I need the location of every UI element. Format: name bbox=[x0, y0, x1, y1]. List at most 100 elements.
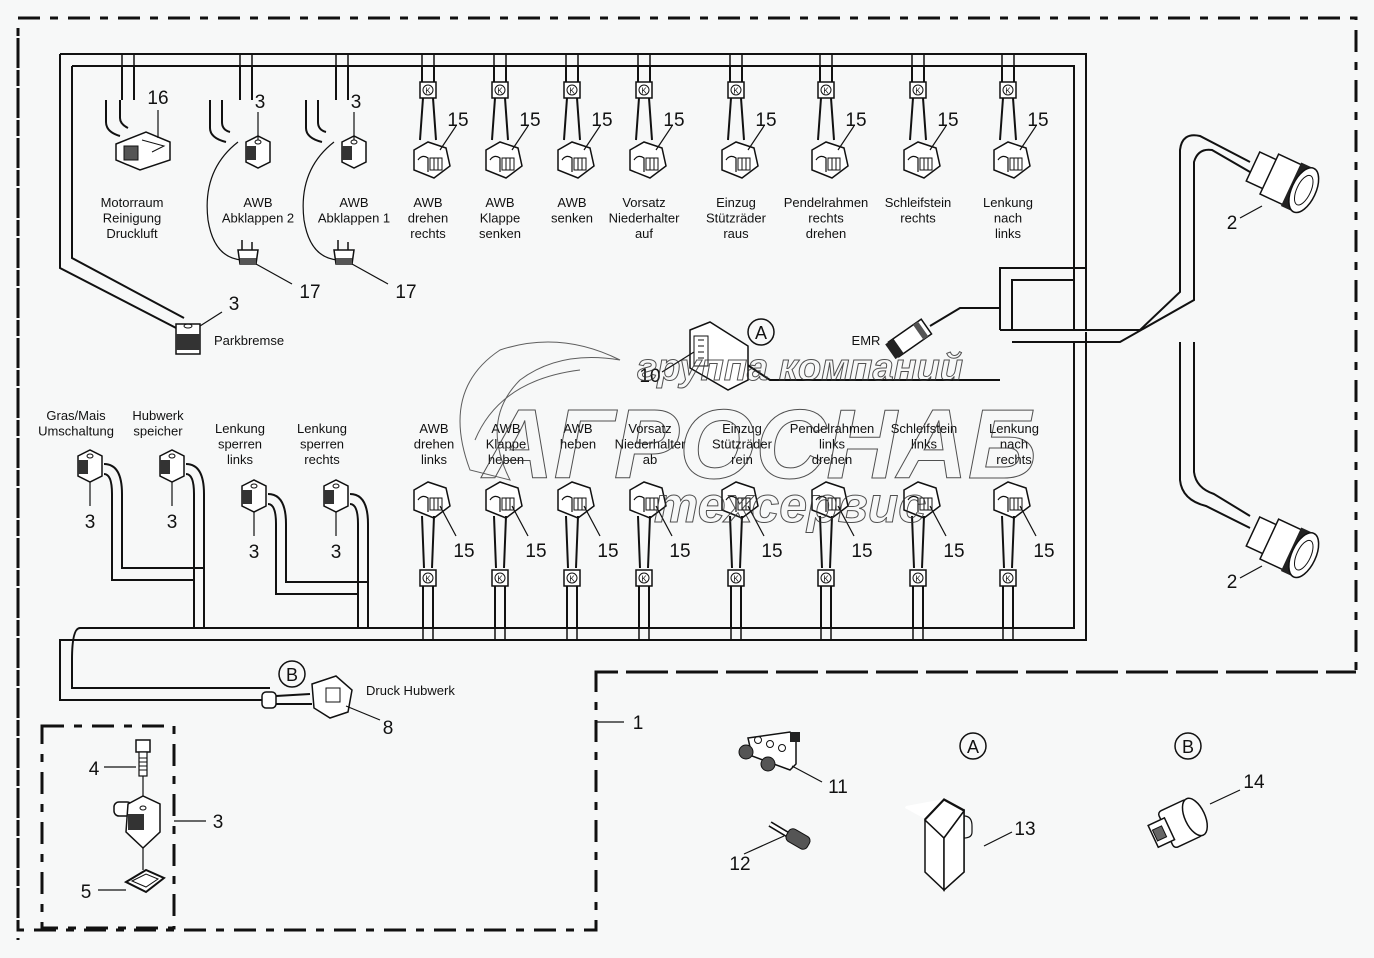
main-connector-lower bbox=[1245, 515, 1320, 579]
svg-text:K: K bbox=[641, 87, 647, 96]
valve-plug-icon bbox=[159, 449, 185, 483]
callout-a-label: A bbox=[755, 323, 767, 343]
part-number-3: 3 bbox=[331, 542, 342, 563]
part-number-8: 8 bbox=[383, 718, 394, 739]
svg-text:K: K bbox=[569, 575, 575, 584]
part-number-3: 3 bbox=[85, 512, 96, 533]
parkbremse-label: Parkbremse bbox=[214, 333, 284, 348]
terminating-resistor bbox=[768, 821, 811, 850]
svg-text:K: K bbox=[497, 575, 503, 584]
callout-b-label: B bbox=[286, 665, 298, 685]
leader-15 bbox=[837, 505, 855, 537]
leader-15 bbox=[837, 125, 855, 151]
part-number-3: 3 bbox=[249, 542, 260, 563]
drop-wire bbox=[121, 66, 135, 100]
watermark-line2: АГРОСНАБ bbox=[480, 389, 1037, 499]
drop-wire bbox=[349, 493, 369, 628]
valve-plug-icon bbox=[323, 479, 349, 513]
leader-12 bbox=[743, 835, 785, 855]
part-number-3: 3 bbox=[167, 512, 178, 533]
valve-plug-icon bbox=[341, 135, 367, 169]
watermark-leaf-vein bbox=[474, 369, 581, 441]
leader-2-upper bbox=[1239, 205, 1263, 219]
ferrite-k-marker-icon: K bbox=[635, 569, 653, 587]
leader-15 bbox=[511, 125, 529, 151]
part-number-15: 15 bbox=[1027, 110, 1048, 131]
watermark: группа компаний АГРОСНАБ техсервис bbox=[459, 341, 1038, 534]
part-number-3: 3 bbox=[255, 92, 266, 113]
svg-text:K: K bbox=[915, 575, 921, 584]
svg-text:K: K bbox=[823, 575, 829, 584]
leader-3-parkbremse bbox=[199, 311, 223, 327]
drop-wire bbox=[911, 515, 925, 569]
emr-label: EMR bbox=[852, 333, 881, 348]
part-number-15: 15 bbox=[591, 110, 612, 131]
ferrite-k-marker-icon: K bbox=[727, 569, 745, 587]
svg-text:K: K bbox=[823, 87, 829, 96]
ferrite-k-marker-icon: K bbox=[491, 569, 509, 587]
ferrite-k-marker-icon: K bbox=[419, 569, 437, 587]
part-number-15: 15 bbox=[519, 110, 540, 131]
leader-11 bbox=[791, 765, 823, 783]
drop-wire bbox=[103, 463, 205, 628]
leader-15 bbox=[655, 125, 673, 151]
coil-plug-icon bbox=[993, 141, 1031, 179]
part-number-4: 4 bbox=[89, 759, 100, 780]
coil-plug-icon bbox=[557, 141, 595, 179]
part-number-10: 10 bbox=[639, 366, 660, 387]
drop-wire bbox=[185, 463, 205, 628]
part-number-17: 17 bbox=[299, 282, 320, 303]
leader-17 bbox=[255, 263, 293, 285]
ferrite-k-marker-icon: K bbox=[999, 81, 1017, 99]
part-number-15: 15 bbox=[761, 541, 782, 562]
coil-plug-icon bbox=[721, 141, 759, 179]
ferrite-k-marker-icon: K bbox=[419, 81, 437, 99]
druck-hubwerk-label: Druck Hubwerk bbox=[366, 683, 455, 698]
ferrite-k-marker-icon: K bbox=[563, 569, 581, 587]
drop-wire bbox=[267, 493, 369, 628]
detail-screw bbox=[135, 739, 151, 777]
callout-b-circle bbox=[278, 660, 306, 688]
part-number-12: 12 bbox=[729, 854, 750, 875]
ferrite-k-marker-icon: K bbox=[999, 569, 1017, 587]
coil-plug-icon bbox=[811, 141, 849, 179]
part-number-15: 15 bbox=[669, 541, 690, 562]
leader-15 bbox=[583, 505, 601, 537]
pressure-sensor bbox=[1147, 797, 1209, 849]
svg-text:K: K bbox=[733, 87, 739, 96]
detail-seal bbox=[123, 868, 166, 894]
t-distributor bbox=[738, 731, 800, 772]
leader-15 bbox=[747, 125, 765, 151]
part-number-15: 15 bbox=[851, 541, 872, 562]
callout-a-circle bbox=[747, 318, 775, 346]
svg-text:K: K bbox=[1005, 575, 1011, 584]
detail-box bbox=[40, 724, 176, 930]
part-number-13: 13 bbox=[1014, 819, 1035, 840]
valve-plug-icon bbox=[77, 449, 103, 483]
part-number-5: 5 bbox=[81, 882, 92, 903]
part-number-15: 15 bbox=[597, 541, 618, 562]
coil-plug-icon bbox=[903, 141, 941, 179]
parkbremse-valve-plug bbox=[175, 323, 201, 355]
part-number-15: 15 bbox=[663, 110, 684, 131]
part-number-3-parkbremse: 3 bbox=[229, 294, 240, 315]
part-number-3-detail: 3 bbox=[213, 812, 224, 833]
drop-wire bbox=[819, 515, 833, 569]
callout-b-circle-2 bbox=[1174, 732, 1202, 760]
